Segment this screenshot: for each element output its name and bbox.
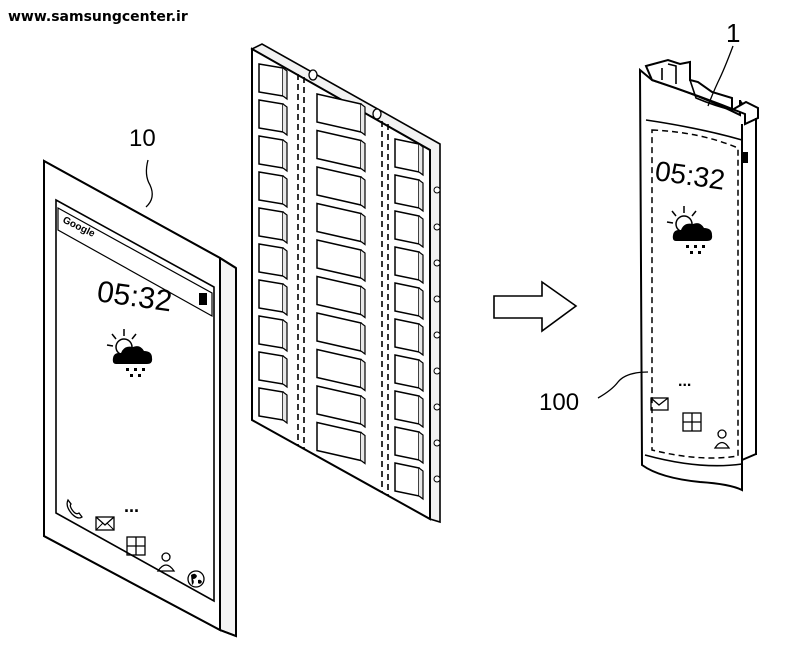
grid-icon[interactable]: [126, 536, 146, 556]
module-right-7: [394, 390, 420, 425]
module-right-8: [394, 426, 420, 461]
module-right-5: [394, 318, 420, 353]
module-right-6: [394, 354, 420, 389]
module-right-9: [394, 462, 420, 497]
module-middle-1-side: [360, 140, 366, 173]
module-middle-3-side: [360, 213, 366, 246]
rolled-grid-icon[interactable]: [682, 412, 702, 432]
module-middle-0-side: [360, 103, 366, 137]
module-right-7-side: [418, 395, 424, 429]
module-cells: [258, 63, 424, 501]
module-right-3-side: [418, 251, 424, 285]
module-left-6-side: [282, 283, 288, 317]
module-right-0-side: [418, 143, 424, 177]
watermark: www.samsungcenter.ir: [8, 9, 188, 25]
module-left-6: [258, 279, 284, 313]
module-left-4: [258, 207, 284, 241]
module-middle-8-side: [360, 395, 366, 429]
module-middle-4-side: [360, 249, 366, 283]
module-left-9-side: [282, 391, 288, 425]
battery-icon: [199, 293, 207, 305]
module-left-9: [258, 387, 284, 421]
globe-icon[interactable]: [187, 570, 205, 588]
rolled-device: 05:32 ... 1 100: [539, 18, 759, 492]
module-left-8: [258, 351, 284, 385]
module-right-1-side: [418, 179, 424, 213]
module-right-5-side: [418, 323, 424, 357]
module-left-0: [258, 63, 284, 97]
rolled-person-icon[interactable]: [713, 429, 731, 449]
module-left-5-side: [282, 247, 288, 281]
flat-device: Google 05:32 ...: [43, 125, 237, 638]
flat-dots: ...: [124, 496, 139, 516]
module-middle-6-side: [360, 322, 366, 356]
rolled-battery-icon: [741, 152, 748, 163]
module-left-7-side: [282, 319, 288, 353]
module-left-2: [258, 135, 284, 169]
rolled-dots: ...: [678, 373, 691, 390]
module-middle-2-side: [360, 176, 366, 210]
module-left-8-side: [282, 355, 288, 389]
module-left-0-side: [282, 67, 288, 101]
module-left-1: [258, 99, 284, 133]
module-middle-7-side: [360, 359, 366, 392]
module-left-7: [258, 315, 284, 349]
module-right-3: [394, 246, 420, 281]
module-right-9-side: [418, 467, 424, 501]
module-left-5: [258, 243, 284, 277]
module-middle-5-side: [360, 286, 366, 319]
person-icon[interactable]: [156, 552, 176, 572]
module-middle-9-side: [360, 432, 366, 465]
phone-icon[interactable]: [66, 498, 83, 519]
module-left-1-side: [282, 103, 288, 137]
transform-arrow: [493, 280, 578, 333]
mail-icon[interactable]: [95, 516, 115, 531]
rolled-mail-icon[interactable]: [650, 397, 669, 411]
label-flat-device: 10: [129, 125, 156, 152]
module-right-2-side: [418, 215, 424, 249]
module-left-3: [258, 171, 284, 205]
module-right-0: [394, 138, 420, 173]
module-left-4-side: [282, 211, 288, 245]
module-right-6-side: [418, 359, 424, 393]
module-right-4: [394, 282, 420, 317]
module-left-3-side: [282, 175, 288, 209]
module-left-2-side: [282, 139, 288, 173]
label-rolled-display: 100: [539, 389, 579, 416]
label-rolled-device: 1: [726, 18, 740, 48]
module-right-1: [394, 174, 420, 209]
module-right-4-side: [418, 287, 424, 321]
module-right-2: [394, 210, 420, 245]
module-right-8-side: [418, 431, 424, 465]
